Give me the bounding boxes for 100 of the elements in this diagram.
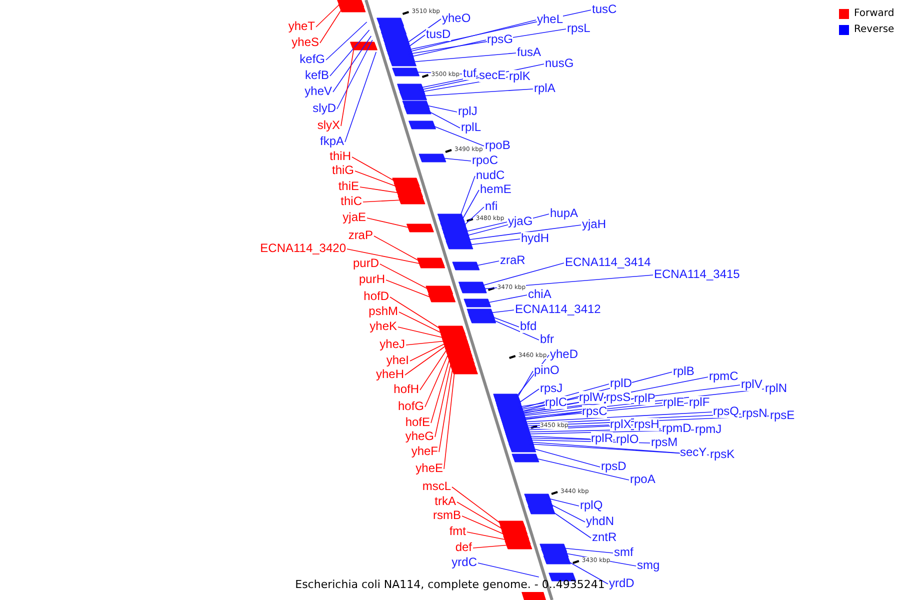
gene-label: rpmJ (695, 423, 722, 436)
gene-label: rplE (663, 396, 684, 409)
legend-label: Reverse (854, 24, 894, 36)
leader-line (404, 344, 448, 376)
gene-label: rplF (689, 396, 710, 409)
gene-label: rpsJ (540, 382, 563, 395)
gene-label: ECNA114_3420 (260, 242, 346, 255)
gene-label: hofE (405, 416, 430, 429)
gene-label: yheT (288, 20, 315, 33)
gene-label: secE (479, 69, 506, 82)
gene-label: rpsK (710, 448, 735, 461)
gene-label: yjaH (582, 218, 606, 231)
gene-label: rplN (765, 382, 788, 395)
leader-line (472, 544, 510, 548)
gene-label: secY (680, 446, 707, 459)
gene-label: thiC (340, 195, 362, 208)
leader-line (344, 52, 377, 142)
legend-label: Forward (854, 8, 894, 20)
gene-label: rpsN (742, 407, 768, 420)
gene-label: def (455, 541, 472, 554)
leader-line (320, 8, 343, 44)
gene-label: hupA (550, 207, 578, 220)
gene-label: yheO (442, 12, 471, 25)
gene-label: rplB (673, 365, 694, 378)
gene-label: hemE (480, 183, 512, 196)
leader-line (386, 280, 433, 298)
gene-label: rplQ (580, 499, 603, 512)
leader-line (462, 516, 506, 536)
leader-line (360, 186, 400, 194)
gene-label: fusA (517, 46, 542, 59)
leader-line (326, 22, 368, 60)
gene-label: rplR (591, 432, 614, 445)
gene-label: tusC (592, 3, 617, 16)
gene-label: pinO (534, 364, 560, 377)
gene-label: ECNA114_3412 (515, 303, 601, 316)
gene-label: fmt (449, 525, 466, 538)
gene-label: tuf (463, 67, 476, 80)
gene-label: yjaE (342, 211, 366, 224)
gene-label: yheJ (380, 338, 405, 351)
gene-label: rpsC (582, 405, 608, 418)
gene-label: rpmD (662, 422, 692, 435)
gene-label: purH (358, 273, 385, 286)
gene-label: bfr (540, 333, 554, 346)
gene-label: yheF (411, 445, 438, 458)
gene-label: rplV (741, 378, 762, 391)
gene-label: hofH (394, 383, 419, 396)
gene-label: yheV (304, 85, 332, 98)
gene-label: hofD (364, 290, 389, 303)
gene-label: ECNA114_3414 (565, 256, 651, 269)
gene-label: rplA (534, 82, 556, 95)
gene-label: slyX (317, 119, 340, 132)
gene-label: hydH (521, 232, 550, 245)
gene-label: bfd (520, 320, 537, 333)
gene-label: yheK (370, 320, 397, 333)
gene-label: rpsD (601, 460, 626, 473)
gene-label: yheS (292, 36, 319, 49)
leader-line (336, 40, 373, 110)
gene-label: rplW (579, 391, 604, 404)
gene-label: rpoB (485, 139, 510, 152)
gene-label: nfi (485, 200, 498, 213)
gene-label: chiA (528, 288, 552, 301)
gene-label: yheH (376, 368, 404, 381)
gene-label: yjaG (508, 215, 533, 228)
gene-label: yhdN (586, 515, 614, 528)
gene-label: yheI (386, 354, 409, 367)
caption: Escherichia coli NA114, complete genome. - 0..4935241 (295, 578, 605, 591)
leader-line (420, 348, 448, 390)
gene-label: zraP (348, 229, 373, 242)
gene-label: yheL (537, 13, 564, 26)
gene-label: ECNA114_3415 (654, 268, 740, 281)
leader-line (478, 562, 540, 578)
gene-label: rpmC (709, 370, 738, 383)
leader-line (354, 170, 398, 188)
gene-label: rsmB (433, 509, 461, 522)
leader-line (340, 46, 355, 126)
leader-line (366, 218, 412, 228)
gene-label: smf (614, 546, 634, 559)
gene-label: zntR (592, 531, 617, 544)
gene-label: yrdC (452, 556, 477, 569)
gene-label: kefG (300, 53, 325, 66)
leader-line (466, 532, 508, 540)
gene-label: rplL (461, 121, 482, 134)
gene-label: yrdD (609, 577, 634, 590)
gene-label: rpoC (472, 154, 498, 167)
gene-label: rplJ (458, 105, 478, 118)
gene-label: rplP (634, 392, 656, 405)
gene-label: rpoA (630, 473, 656, 486)
leader-line (362, 200, 402, 202)
gene-label: rpsL (567, 22, 590, 35)
gene-label: thiE (338, 180, 359, 193)
gene-label: rplC (545, 396, 568, 409)
gene-label: trkA (434, 495, 456, 508)
gene-label: rpsQ (713, 405, 740, 418)
gene-label: purD (352, 257, 379, 270)
gene-label: rplX (610, 418, 632, 431)
leader-line (330, 30, 370, 76)
leader-line (316, 2, 342, 28)
gene-label: nusG (545, 57, 574, 70)
gene-label: rpsH (634, 418, 660, 431)
gene-label: zraR (500, 254, 526, 267)
